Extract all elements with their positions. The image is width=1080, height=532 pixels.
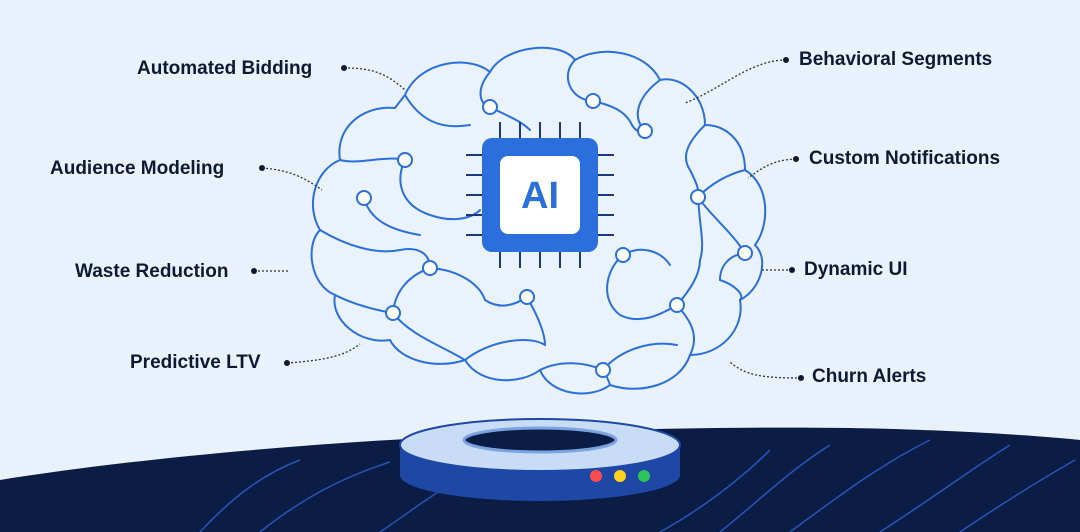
chip-label: AI xyxy=(521,175,559,217)
connector-dots xyxy=(251,57,804,381)
label-automated-bidding: Automated Bidding xyxy=(137,58,313,79)
label-waste-reduction: Waste Reduction xyxy=(75,261,229,282)
red-indicator-light xyxy=(590,470,602,482)
yellow-indicator-light xyxy=(614,470,626,482)
label-behavioral-segments: Behavioral Segments xyxy=(799,49,993,70)
chip-pins xyxy=(466,122,614,268)
label-dynamic-ui: Dynamic UI xyxy=(804,259,908,280)
green-indicator-light xyxy=(638,470,650,482)
brain-nodes xyxy=(356,93,753,378)
chip-core xyxy=(500,156,580,234)
connector-lines xyxy=(254,59,802,379)
label-custom-notifications: Custom Notifications xyxy=(809,148,1001,169)
label-audience-modeling: Audience Modeling xyxy=(50,158,225,179)
pedestal xyxy=(399,418,681,501)
label-churn-alerts: Churn Alerts xyxy=(812,366,927,387)
label-predictive-ltv: Predictive LTV xyxy=(130,352,261,373)
